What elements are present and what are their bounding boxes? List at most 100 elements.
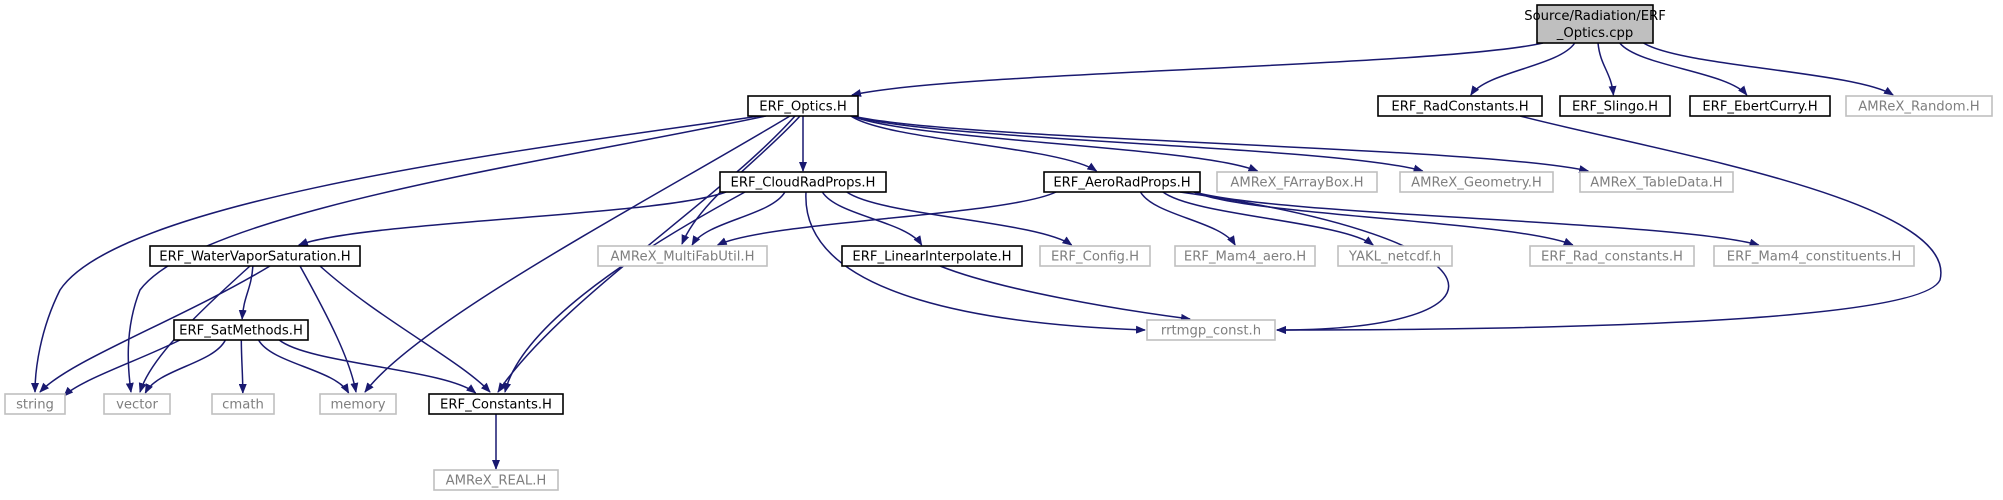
node-slingo[interactable]: ERF_Slingo.H xyxy=(1559,95,1671,117)
node-box-satmethods xyxy=(173,319,309,341)
node-radconst[interactable]: ERF_RadConstants.H xyxy=(1377,95,1543,117)
nodes-layer: Source/Radiation/ERF_Optics.cppERF_Optic… xyxy=(4,4,1993,491)
edge-cloud-to-linint xyxy=(821,191,923,246)
edge-root-to-ebert xyxy=(1619,42,1748,96)
edge-optics-to-string xyxy=(31,115,761,393)
node-box-random xyxy=(1845,95,1993,117)
edge-cloud-to-config xyxy=(846,191,1073,246)
edge-aero-to-mam4const xyxy=(1193,191,1760,247)
node-watervap[interactable]: ERF_WaterVaporSaturation.H xyxy=(149,245,361,267)
node-box-memory xyxy=(319,393,397,415)
edge-cloud-to-multifab xyxy=(691,191,786,246)
edge-optics-to-tabledata xyxy=(851,115,1590,173)
edge-cloud-to-constants xyxy=(503,191,746,393)
edge-aero-to-mam4aero xyxy=(1139,191,1236,246)
node-string: string xyxy=(4,393,66,415)
node-label-optics: ERF_Optics.H xyxy=(759,100,847,115)
edge-satmethods-to-vector xyxy=(144,339,227,394)
node-label-mam4const: ERF_Mam4_constituents.H xyxy=(1727,250,1902,265)
node-box-watervap xyxy=(149,245,361,267)
node-box-optics xyxy=(747,95,859,117)
node-real: AMReX_REAL.H xyxy=(433,469,559,491)
edge-optics-to-memory xyxy=(364,115,791,393)
node-farray: AMReX_FArrayBox.H xyxy=(1216,171,1378,193)
edge-optics-to-geometry xyxy=(851,115,1424,173)
edge-radconst-to-rrtmgp xyxy=(1276,115,1942,334)
node-root[interactable]: Source/Radiation/ERF_Optics.cpp xyxy=(1524,4,1666,44)
edge-aero-to-radconsts xyxy=(1193,191,1574,246)
node-label-farray: AMReX_FArrayBox.H xyxy=(1230,176,1363,191)
edge-satmethods-to-memory xyxy=(257,339,350,394)
edge-watervap-to-memory xyxy=(299,265,359,393)
edge-watervap-to-satmethods xyxy=(238,265,254,320)
edge-satmethods-to-cmath xyxy=(238,339,247,394)
node-label-string: string xyxy=(16,398,54,413)
edge-watervap-to-string xyxy=(39,265,271,393)
node-label-yakl: YAKL_netcdf.h xyxy=(1348,250,1441,265)
node-label-watervap: ERF_WaterVaporSaturation.H xyxy=(159,250,350,265)
node-vector: vector xyxy=(103,393,171,415)
node-cmath: cmath xyxy=(211,393,275,415)
node-yakl: YAKL_netcdf.h xyxy=(1337,245,1453,267)
node-box-radconst xyxy=(1377,95,1543,117)
node-label-satmethods: ERF_SatMethods.H xyxy=(179,324,303,339)
edge-satmethods-to-string xyxy=(63,339,181,397)
node-label-radconsts: ERF_Rad_constants.H xyxy=(1541,250,1683,265)
node-label-tabledata: AMReX_TableData.H xyxy=(1590,176,1722,191)
node-label-multifab: AMReX_MultiFabUtil.H xyxy=(610,250,754,265)
edge-aero-to-yakl xyxy=(1162,191,1374,246)
edge-optics-to-farray xyxy=(851,115,1259,172)
node-tabledata: AMReX_TableData.H xyxy=(1579,171,1734,193)
node-label-ebert: ERF_EbertCurry.H xyxy=(1702,100,1817,115)
edge-cloud-to-rrtmgp xyxy=(805,191,1146,334)
node-aero[interactable]: ERF_AeroRadProps.H xyxy=(1043,171,1201,193)
node-box-geometry xyxy=(1399,171,1554,193)
node-box-multifab xyxy=(597,245,768,267)
node-multifab: AMReX_MultiFabUtil.H xyxy=(597,245,768,267)
node-label-memory: memory xyxy=(330,398,385,413)
node-radconsts: ERF_Rad_constants.H xyxy=(1529,245,1695,267)
edge-optics-to-aero xyxy=(850,115,1098,172)
node-constants[interactable]: ERF_Constants.H xyxy=(428,393,564,415)
node-box-constants xyxy=(428,393,564,415)
node-label-cloud: ERF_CloudRadProps.H xyxy=(731,176,876,191)
node-box-cloud xyxy=(719,171,887,193)
node-mam4const: ERF_Mam4_constituents.H xyxy=(1713,245,1915,267)
node-box-config xyxy=(1039,245,1151,267)
node-label-vector: vector xyxy=(116,398,158,413)
node-label-config: ERF_Config.H xyxy=(1051,250,1139,265)
node-config: ERF_Config.H xyxy=(1039,245,1151,267)
node-satmethods[interactable]: ERF_SatMethods.H xyxy=(173,319,309,341)
node-label-real: AMReX_REAL.H xyxy=(446,474,547,489)
edges-layer xyxy=(31,42,1942,470)
node-ebert[interactable]: ERF_EbertCurry.H xyxy=(1689,95,1831,117)
node-box-slingo xyxy=(1559,95,1671,117)
edge-root-to-random xyxy=(1643,42,1894,96)
node-mam4aero: ERF_Mam4_aero.H xyxy=(1174,245,1316,267)
node-label-slingo: ERF_Slingo.H xyxy=(1572,100,1658,115)
node-label-geometry: AMReX_Geometry.H xyxy=(1411,176,1542,191)
node-box-string xyxy=(4,393,66,415)
node-box-rrtmgp xyxy=(1146,319,1276,341)
node-box-real xyxy=(433,469,559,491)
node-box-farray xyxy=(1216,171,1378,193)
edge-optics-to-vector xyxy=(125,115,767,393)
node-box-mam4const xyxy=(1713,245,1915,267)
edge-cloud-to-watervap xyxy=(297,191,727,246)
node-box-ebert xyxy=(1689,95,1831,117)
node-label-random: AMReX_Random.H xyxy=(1858,100,1979,115)
node-cloud[interactable]: ERF_CloudRadProps.H xyxy=(719,171,887,193)
node-linint[interactable]: ERF_LinearInterpolate.H xyxy=(841,245,1023,267)
node-label-rrtmgp: rrtmgp_const.h xyxy=(1161,324,1261,339)
node-optics[interactable]: ERF_Optics.H xyxy=(747,95,859,117)
edge-root-to-slingo xyxy=(1597,42,1617,96)
node-box-aero xyxy=(1043,171,1201,193)
node-label-aero: ERF_AeroRadProps.H xyxy=(1053,176,1190,191)
node-label-cmath: cmath xyxy=(222,398,264,413)
node-label-mam4aero: ERF_Mam4_aero.H xyxy=(1184,250,1306,265)
node-label-constants: ERF_Constants.H xyxy=(440,398,552,413)
node-rrtmgp: rrtmgp_const.h xyxy=(1146,319,1276,341)
edge-aero-to-rrtmgp xyxy=(1179,191,1450,334)
edge-aero-to-multifab xyxy=(716,191,1057,246)
